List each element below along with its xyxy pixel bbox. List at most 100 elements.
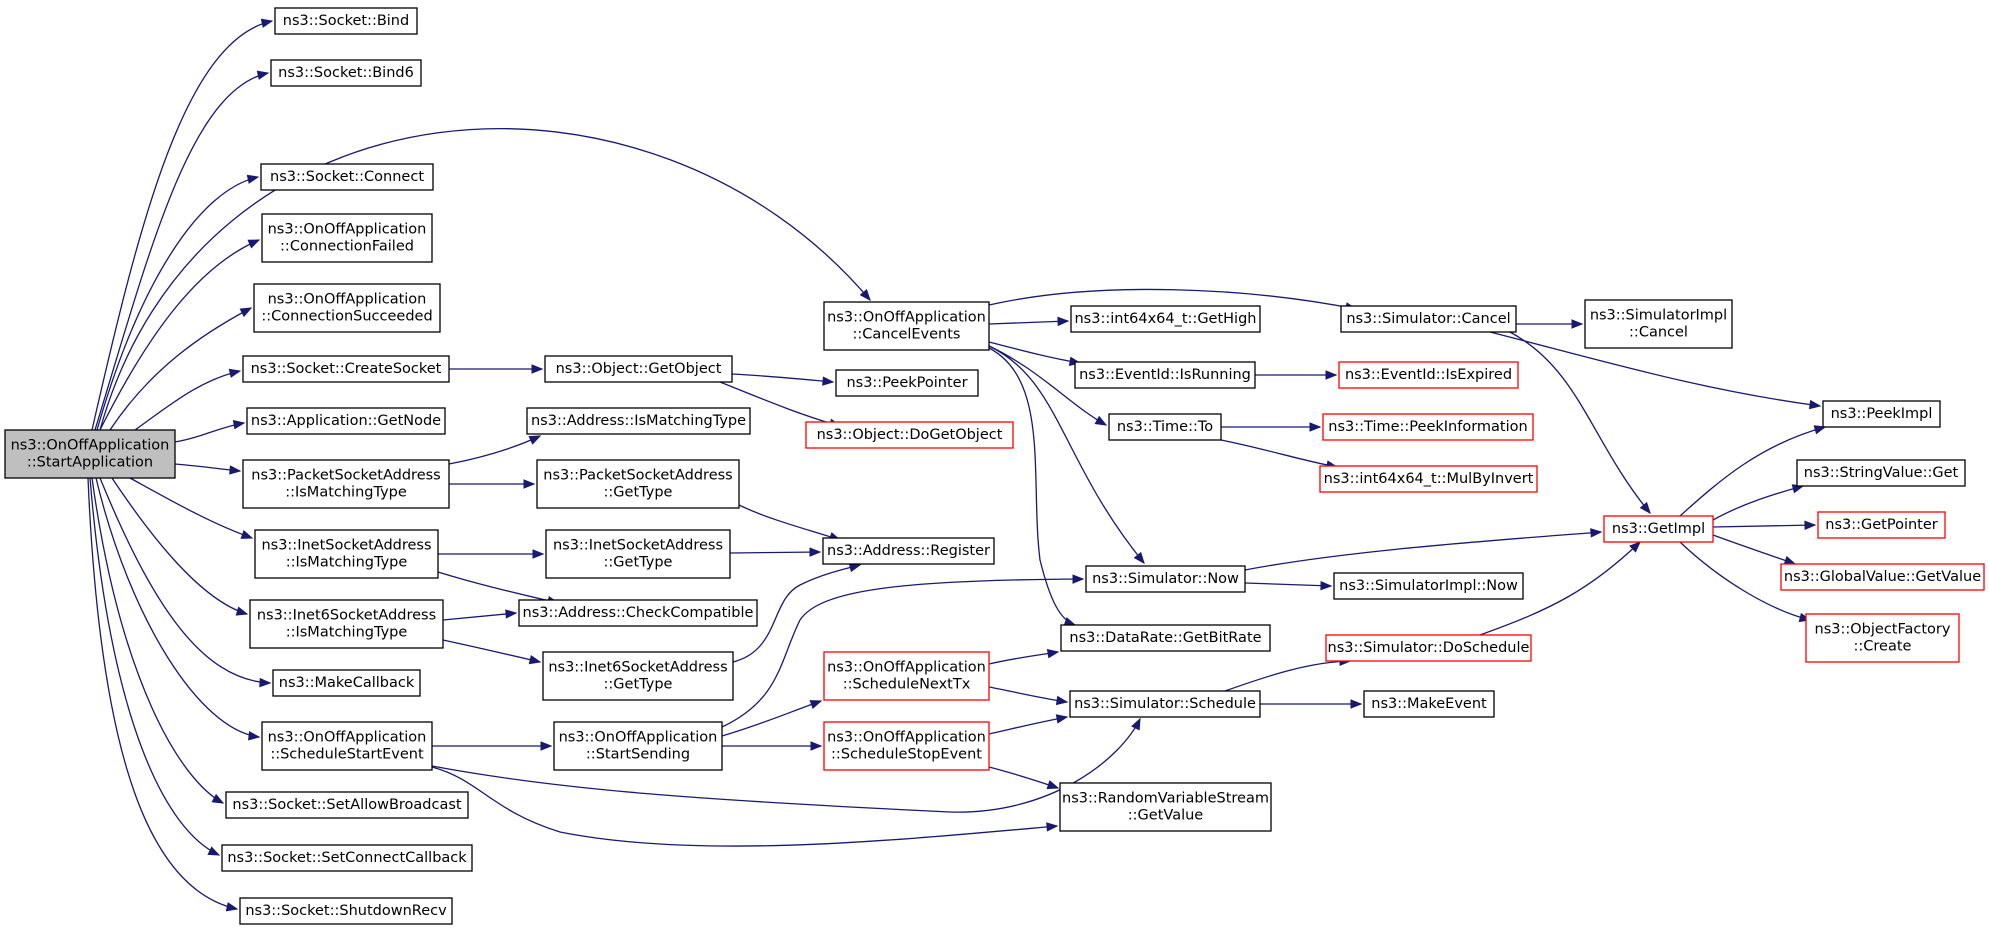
edge-time_to-to-mul_by_invert (1220, 439, 1339, 470)
node-bind[interactable]: ns3::Socket::Bind (274, 7, 418, 35)
node-string-get[interactable]: ns3::StringValue::Get (1796, 459, 1966, 487)
edge-sched_start_event-to-start_sending (432, 741, 553, 751)
node-sched-stop-event[interactable]: ns3::OnOffApplication::ScheduleStopEvent (823, 721, 990, 771)
node-get-object[interactable]: ns3::Object::GetObject (544, 355, 733, 383)
node-label-line: ::IsMatchingType (285, 485, 407, 501)
node-cancel-events[interactable]: ns3::OnOffApplication::CancelEvents (823, 301, 990, 351)
node-label-line: ::ScheduleNextTx (843, 677, 971, 693)
node-label-line: ::GetType (604, 555, 673, 571)
node-get-impl[interactable]: ns3::GetImpl (1603, 515, 1714, 543)
node-do-get-object[interactable]: ns3::Object::DoGetObject (805, 421, 1014, 449)
node-global-get[interactable]: ns3::GlobalValue::GetValue (1780, 563, 1985, 591)
node-label-line: ns3::Inet6SocketAddress (548, 660, 727, 676)
edge-start_app-to-conn_failed (99, 239, 261, 431)
edge-start_app-to-i6sa_match (111, 477, 249, 616)
node-start-sending[interactable]: ns3::OnOffApplication::StartSending (553, 721, 723, 771)
node-conn-failed[interactable]: ns3::OnOffApplication::ConnectionFailed (261, 213, 433, 263)
edge-get_impl-to-global_get (1712, 534, 1797, 565)
node-simimpl-cancel[interactable]: ns3::SimulatorImpl::Cancel (1584, 299, 1733, 349)
node-isa-gettype[interactable]: ns3::InetSocketAddress::GetType (545, 529, 731, 579)
node-bind6[interactable]: ns3::Socket::Bind6 (270, 59, 422, 87)
node-peek-info[interactable]: ns3::Time::PeekInformation (1322, 413, 1534, 441)
edge-get_impl-to-get_pointer (1712, 520, 1817, 530)
node-create-socket[interactable]: ns3::Socket::CreateSocket (242, 355, 450, 383)
node-get-pointer[interactable]: ns3::GetPointer (1817, 511, 1946, 539)
edge-sched_stop_event-to-sim_schedule (988, 714, 1069, 735)
edge-sim_do_schedule-to-get_impl (1479, 541, 1641, 636)
node-set-conn-cb[interactable]: ns3::Socket::SetConnectCallback (221, 844, 473, 872)
node-i6sa-match[interactable]: ns3::Inet6SocketAddress::IsMatchingType (249, 599, 444, 649)
node-isa-match[interactable]: ns3::InetSocketAddress::IsMatchingType (254, 529, 439, 579)
node-start-app[interactable]: ns3::OnOffApplication::StartApplication (4, 429, 176, 479)
edge-start_sending-to-sched_stop_event (722, 741, 823, 751)
node-label-line: ns3::int64x64_t::MulByInvert (1324, 471, 1534, 487)
node-psa-match[interactable]: ns3::PacketSocketAddress::IsMatchingType (242, 459, 450, 509)
node-addr-register[interactable]: ns3::Address::Register (822, 537, 995, 565)
edge-i6sa_match-to-i6sa_gettype (442, 639, 542, 665)
node-label-line: ns3::PeekPointer (846, 375, 967, 391)
edge-sim_schedule-to-sim_do_schedule (1224, 656, 1352, 692)
node-label-line: ns3::Socket::Bind (283, 13, 409, 29)
node-get-high[interactable]: ns3::int64x64_t::GetHigh (1070, 305, 1261, 333)
edge-start_app-to-bind (91, 18, 274, 431)
node-rvs-getvalue[interactable]: ns3::RandomVariableStream::GetValue (1059, 782, 1272, 832)
node-conn-succeeded[interactable]: ns3::OnOffApplication::ConnectionSucceed… (253, 283, 441, 333)
edge-is_running-to-is_expired (1255, 370, 1338, 380)
node-label-line: ns3::Socket::SetConnectCallback (227, 850, 467, 866)
edge-sched_start_event-to-rvs_getvalue (431, 766, 1059, 847)
node-get-bitrate[interactable]: ns3::DataRate::GetBitRate (1060, 624, 1271, 652)
edge-sched_stop_event-to-rvs_getvalue (988, 766, 1060, 790)
node-set-allow-bcast[interactable]: ns3::Socket::SetAllowBroadcast (225, 791, 469, 819)
node-label-line: ns3::OnOffApplication (11, 438, 170, 454)
node-check-compat[interactable]: ns3::Address::CheckCompatible (518, 599, 758, 627)
edges-layer (87, 18, 1827, 912)
node-i6sa-gettype[interactable]: ns3::Inet6SocketAddress::GetType (542, 651, 734, 701)
node-connect[interactable]: ns3::Socket::Connect (260, 163, 434, 191)
node-label-line: ns3::SimulatorImpl (1590, 308, 1727, 324)
node-addr-match[interactable]: ns3::Address::IsMatchingType (526, 407, 751, 435)
node-sched-next-tx[interactable]: ns3::OnOffApplication::ScheduleNextTx (823, 651, 990, 701)
edge-sim_schedule-to-make_event (1260, 699, 1363, 709)
node-obj-factory-create[interactable]: ns3::ObjectFactory::Create (1805, 613, 1960, 663)
node-label-line: ns3::RandomVariableStream (1062, 791, 1269, 807)
node-label-line: ns3::MakeCallback (279, 675, 415, 691)
node-make-event[interactable]: ns3::MakeEvent (1363, 690, 1495, 718)
node-get-node[interactable]: ns3::Application::GetNode (246, 407, 446, 435)
edge-sched_start_event-to-sim_schedule (431, 717, 1141, 813)
node-sched-start-event[interactable]: ns3::OnOffApplication::ScheduleStartEven… (261, 721, 433, 771)
node-shutdown-recv[interactable]: ns3::Socket::ShutdownRecv (239, 897, 453, 925)
edge-sim_cancel-to-get_impl (1509, 331, 1651, 515)
node-time-to[interactable]: ns3::Time::To (1108, 413, 1222, 441)
edge-sim_cancel-to-simimpl_cancel (1516, 319, 1584, 329)
node-mul-by-invert[interactable]: ns3::int64x64_t::MulByInvert (1319, 465, 1538, 493)
node-label-line: ::ConnectionSucceeded (261, 309, 432, 325)
edge-start_app-to-connect (96, 174, 260, 431)
node-sim-cancel[interactable]: ns3::Simulator::Cancel (1340, 305, 1517, 333)
node-label-line: ns3::PacketSocketAddress (251, 468, 440, 484)
node-label-line: ns3::ObjectFactory (1815, 622, 1951, 638)
node-psa-gettype[interactable]: ns3::PacketSocketAddress::GetType (536, 459, 740, 509)
node-sim-do-schedule[interactable]: ns3::Simulator::DoSchedule (1325, 634, 1532, 662)
node-peek-impl[interactable]: ns3::PeekImpl (1822, 400, 1941, 428)
node-label-line: ns3::EventId::IsRunning (1079, 367, 1251, 383)
node-label-line: ns3::Socket::Bind6 (278, 65, 414, 81)
node-is-expired[interactable]: ns3::EventId::IsExpired (1338, 361, 1519, 389)
nodes-layer: ns3::OnOffApplication::StartApplicationn… (4, 7, 1985, 925)
node-label-line: ns3::OnOffApplication (559, 730, 718, 746)
node-label-line: ::ScheduleStopEvent (831, 747, 982, 763)
node-label-line: ::IsMatchingType (286, 625, 408, 641)
node-label-line: ns3::InetSocketAddress (261, 538, 431, 554)
edge-start_app-to-set_allow_bcast (91, 477, 225, 804)
node-simimpl-now[interactable]: ns3::SimulatorImpl::Now (1333, 572, 1524, 600)
node-label-line: ns3::int64x64_t::GetHigh (1074, 311, 1256, 327)
node-sim-schedule[interactable]: ns3::Simulator::Schedule (1069, 690, 1261, 718)
node-peek-pointer[interactable]: ns3::PeekPointer (835, 369, 979, 397)
node-label-line: ns3::Simulator::Cancel (1346, 311, 1510, 327)
node-label-line: ::ScheduleStartEvent (270, 747, 424, 763)
edge-get_impl-to-peek_impl (1679, 425, 1827, 517)
node-make-callback[interactable]: ns3::MakeCallback (272, 669, 421, 697)
node-is-running[interactable]: ns3::EventId::IsRunning (1074, 361, 1256, 389)
node-sim-now[interactable]: ns3::Simulator::Now (1085, 565, 1246, 593)
node-label-line: ns3::Address::CheckCompatible (523, 605, 754, 621)
node-label-line: ns3::Simulator::Now (1092, 571, 1239, 587)
